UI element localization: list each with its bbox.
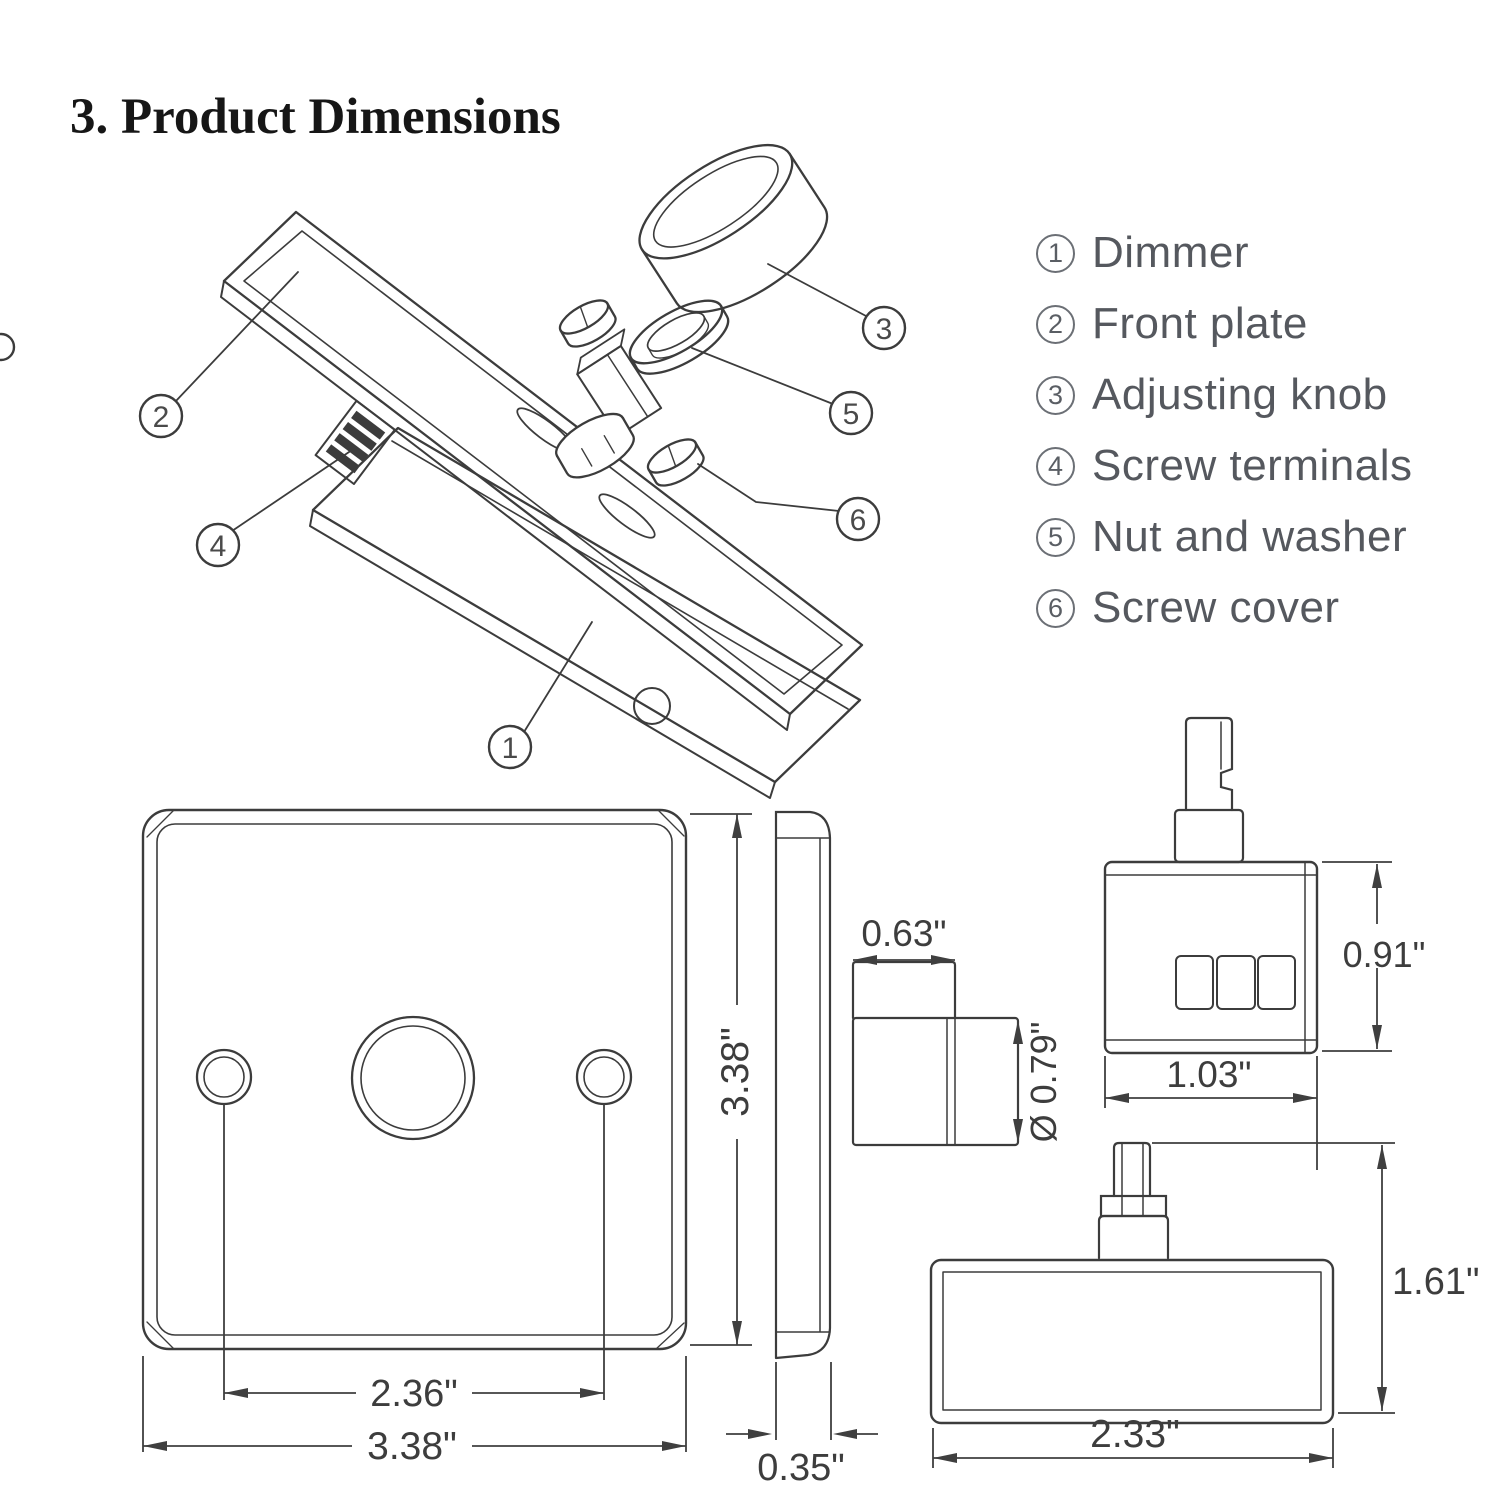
- dim-plate-thickness: 0.35": [726, 1362, 878, 1489]
- legend-label: Front plate: [1092, 299, 1308, 348]
- dim-front-width: 3.38": [142, 1356, 687, 1468]
- dim-text-body-height: 1.61": [1392, 1261, 1479, 1303]
- dim-body-width: 2.33": [932, 1413, 1334, 1468]
- legend-item-dimmer: 1 Dimmer: [1036, 228, 1412, 277]
- dim-module-height: 0.91": [1322, 861, 1438, 1052]
- legend-label: Screw cover: [1092, 583, 1340, 632]
- legend-circled-number: 1: [1036, 233, 1075, 273]
- screw-cover-lower-drawing: [646, 438, 705, 487]
- retaining-nut-drawing: [555, 412, 635, 479]
- front-view: [141, 808, 688, 1351]
- screw-cover-upper-drawing: [558, 299, 617, 348]
- callout-5: 5: [828, 390, 874, 436]
- legend-item-front-plate: 2 Front plate: [1036, 299, 1412, 348]
- front-plate-drawing: [220, 210, 864, 731]
- callout-5-number: 5: [843, 398, 860, 431]
- callout-4-number: 4: [210, 530, 227, 563]
- dim-text-module-height: 0.91": [1343, 934, 1426, 975]
- legend-item-screw-terminals: 4 Screw terminals: [1036, 441, 1413, 490]
- side-view: [774, 810, 832, 1360]
- dim-module-width: 1.03": [1104, 1054, 1318, 1170]
- callout-6: 6: [835, 496, 881, 542]
- parts-legend: 1 Dimmer 2 Front plate 3 Adjusting knob …: [1036, 228, 1413, 656]
- legend-label: Screw terminals: [1092, 441, 1413, 490]
- dim-text-module-width: 1.03": [1166, 1054, 1251, 1095]
- nut-washer-drawing: [628, 299, 730, 375]
- callout-4: 4: [195, 522, 241, 568]
- dim-front-hole-spacing: 2.36": [223, 1104, 605, 1415]
- screw-terminals-drawing: [314, 399, 396, 485]
- dim-text-body-width: 2.33": [1090, 1413, 1180, 1456]
- dimension-annotations: 2.36" 3.38" 3.38": [142, 813, 1479, 1489]
- dim-text-front-width: 3.38": [367, 1425, 457, 1468]
- legend-circled-number: 5: [1036, 517, 1075, 557]
- module-back-view: [1103, 716, 1319, 1055]
- shaft-drawing: [576, 328, 663, 438]
- legend-item-screw-cover: 6 Screw cover: [1036, 583, 1412, 632]
- callout-1: 1: [487, 724, 533, 770]
- legend-label: Adjusting knob: [1092, 370, 1388, 419]
- dim-text-knob-diameter: Ø 0.79": [1023, 1022, 1064, 1143]
- callout-2: 2: [138, 393, 184, 439]
- dim-knob-width: 0.63": [853, 913, 955, 965]
- adjusting-knob-drawing: [638, 143, 829, 314]
- dim-text-hole-spacing: 2.36": [370, 1373, 457, 1415]
- callout-2-number: 2: [153, 401, 170, 434]
- dimmer-body-drawing: [309, 426, 862, 799]
- legend-circled-number: 6: [1036, 588, 1075, 628]
- dim-body-height: 1.61": [1152, 1142, 1479, 1414]
- exploded-view: 2 4 1 3 5: [0, 143, 907, 799]
- callout-leader-lines: [174, 263, 867, 733]
- callout-3: 3: [861, 305, 907, 351]
- dim-text-knob-width: 0.63": [861, 913, 946, 954]
- page-title: 3. Product Dimensions: [70, 89, 561, 145]
- legend-circled-number: 3: [1036, 375, 1075, 415]
- dim-text-front-height: 3.38": [714, 1027, 757, 1117]
- module-side-view: [929, 1141, 1335, 1425]
- legend-item-adjusting-knob: 3 Adjusting knob: [1036, 370, 1412, 419]
- dim-text-plate-thickness: 0.35": [757, 1447, 844, 1489]
- legend-label: Nut and washer: [1092, 512, 1408, 561]
- legend-item-nut-and-washer: 5 Nut and washer: [1036, 512, 1412, 561]
- callout-3-number: 3: [876, 313, 893, 346]
- callout-1-number: 1: [502, 732, 519, 765]
- legend-circled-number: 2: [1036, 304, 1075, 344]
- callout-6-number: 6: [850, 504, 867, 537]
- knob-view: [851, 960, 1020, 1147]
- dim-front-height: 3.38": [690, 813, 760, 1346]
- legend-label: Dimmer: [1092, 228, 1249, 277]
- cropped-edge-glyph: [0, 332, 16, 362]
- legend-circled-number: 4: [1036, 446, 1075, 486]
- dim-knob-diameter: Ø 0.79": [1013, 1020, 1064, 1143]
- callout-balloons: 2 4 1 3 5: [138, 305, 907, 770]
